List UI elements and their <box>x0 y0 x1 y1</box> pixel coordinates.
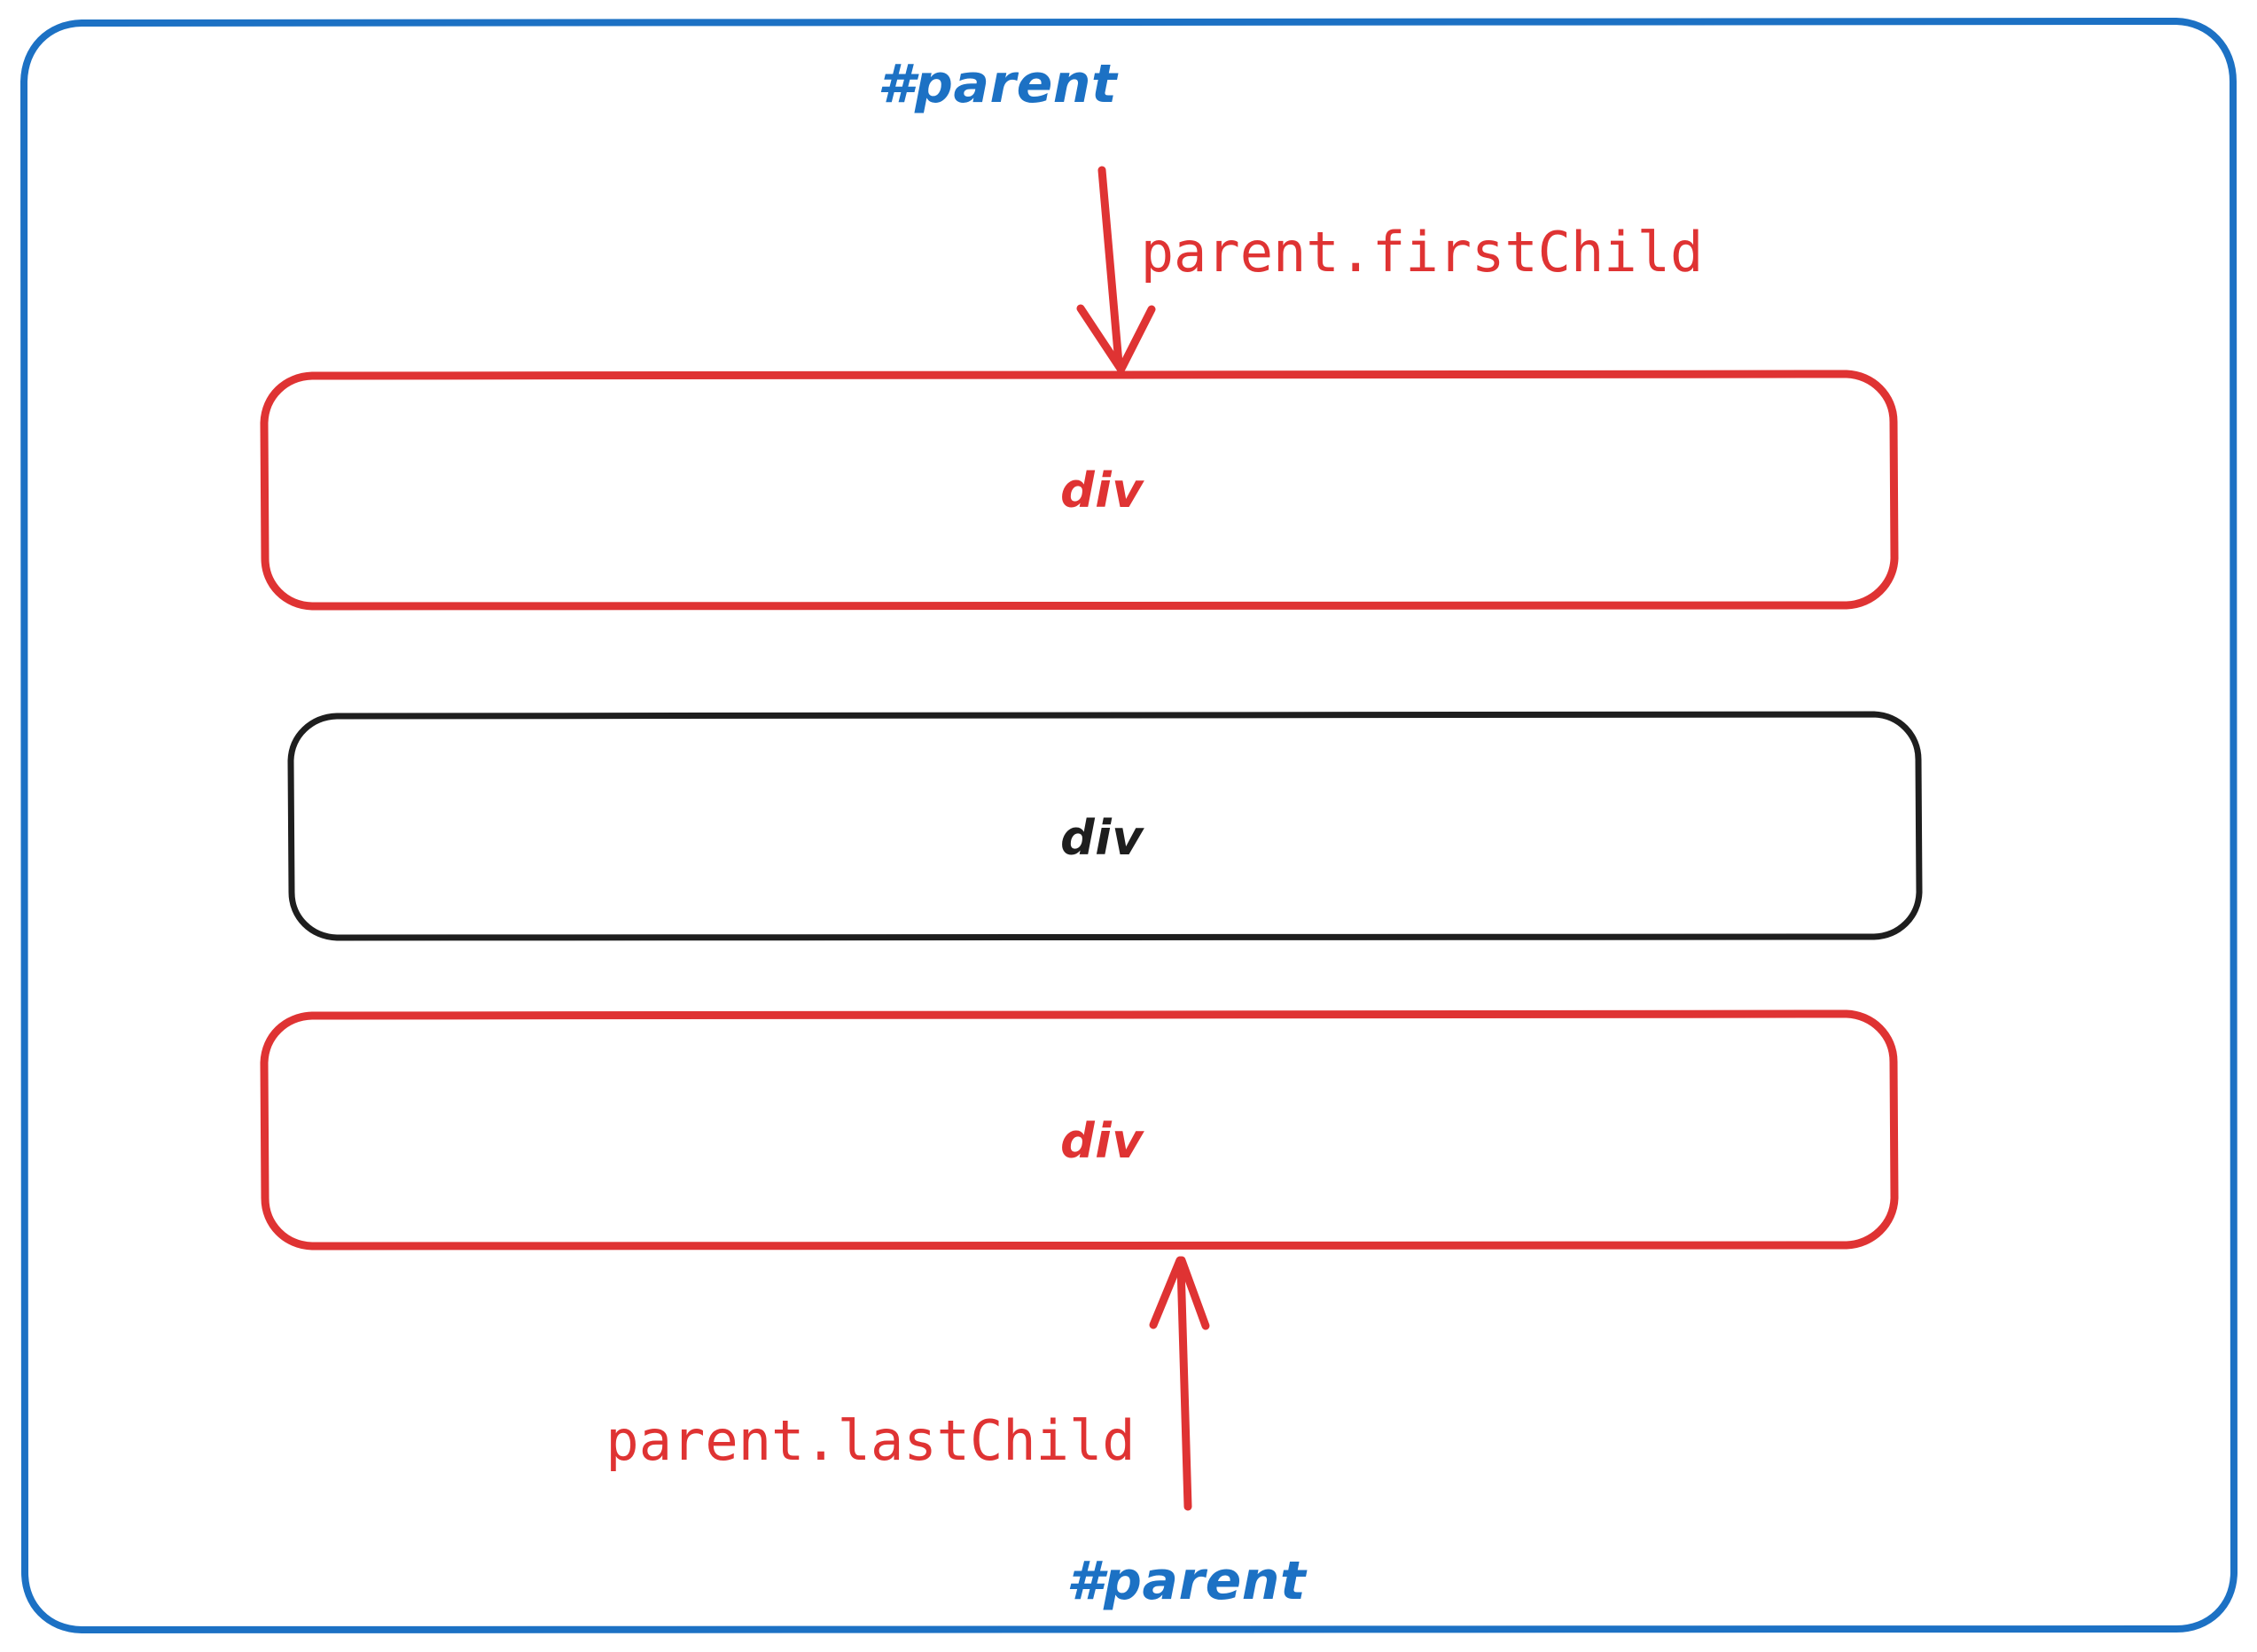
annotation-last-child-label: parent.lastChild <box>605 1408 1136 1473</box>
last-child-arrow <box>1149 1256 1210 1511</box>
child-div-2-label: div <box>1060 810 1144 866</box>
parent-label-bottom: #parent <box>1066 1550 1307 1612</box>
child-div-2-shape <box>287 711 1923 941</box>
first-child-arrow <box>1076 166 1156 373</box>
parent-container-shape <box>20 18 2237 1633</box>
annotation-first-child-label: parent.firstChild <box>1140 220 1704 284</box>
child-div-3-label: div <box>1060 1113 1144 1169</box>
parent-label-top: #parent <box>877 53 1118 115</box>
child-div-3-shape <box>260 1009 1899 1251</box>
child-div-1-shape <box>260 370 1899 611</box>
child-div-1-label: div <box>1060 463 1144 518</box>
